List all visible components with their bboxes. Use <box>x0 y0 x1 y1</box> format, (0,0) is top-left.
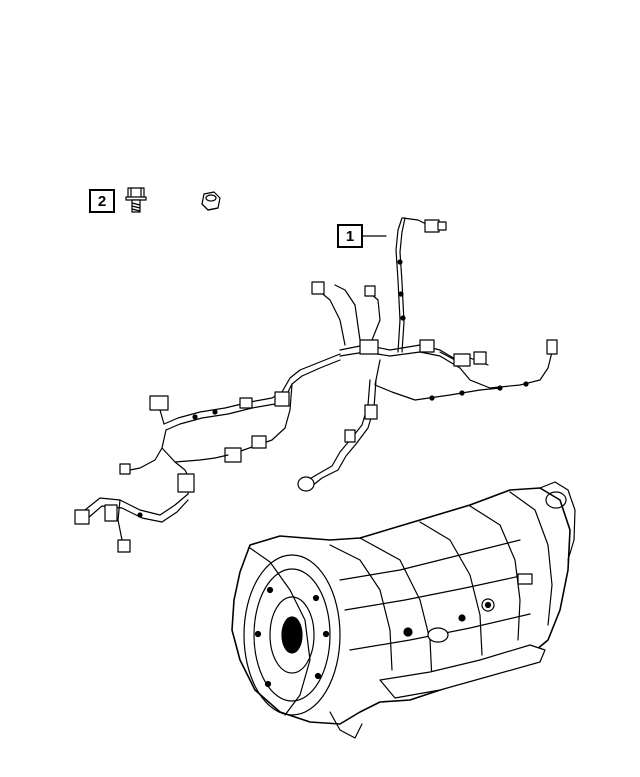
callout-2-label: 2 <box>97 192 107 210</box>
callout-1-label: 1 <box>345 227 355 245</box>
callout-1: 1 <box>337 224 363 248</box>
callout-2: 2 <box>89 189 115 213</box>
bolt-icon <box>125 187 147 213</box>
wiring-harness <box>74 217 558 553</box>
transmission <box>231 481 576 739</box>
nut-icon <box>201 191 221 211</box>
